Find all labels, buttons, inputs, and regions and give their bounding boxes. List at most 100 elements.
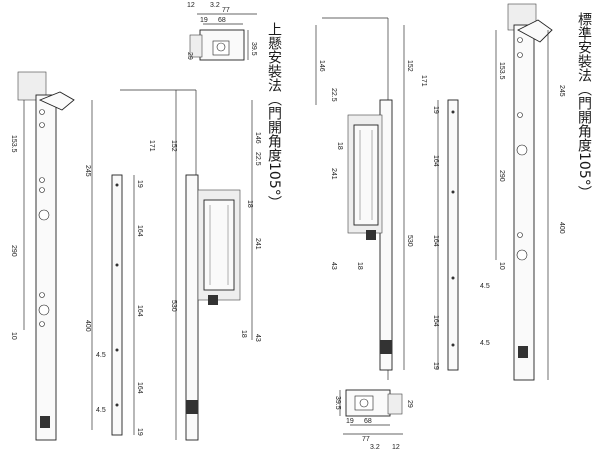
right-hole-5 — [517, 232, 523, 238]
bottom-pivot — [186, 400, 198, 414]
dim-3-2-b: 3.2 — [370, 444, 380, 450]
dim-171-b: 171 — [420, 75, 427, 87]
dim-164-e: 164 — [432, 235, 439, 247]
dim-12: 12 — [187, 2, 195, 9]
bottom-plan-bracket — [387, 393, 403, 415]
std-closer-mechanism — [353, 124, 379, 226]
dim-4-5-b: 4.5 — [96, 407, 106, 414]
bottom-plan-pivot-hole — [359, 398, 369, 408]
left-hole-4 — [39, 187, 45, 193]
dim-39-5-b: 39.5 — [334, 396, 341, 410]
dim-77-b: 77 — [362, 436, 370, 443]
dim-22-5-a: 22.5 — [254, 152, 261, 166]
dim-164-a: 164 — [136, 225, 143, 237]
dim-3-2: 3.2 — [210, 2, 220, 9]
strip-2-body — [447, 99, 459, 371]
dim-18-b: 18 — [240, 330, 247, 338]
door-frame-strip — [185, 174, 199, 441]
dim-18-c: 18 — [336, 142, 343, 150]
left-hole-1 — [39, 109, 45, 115]
strip-elevation-1: 19 164 164 164 19 4.5 4.5 171 — [96, 140, 155, 436]
dim-164-c: 164 — [136, 382, 143, 394]
plan-pivot-hole — [216, 42, 226, 52]
top-plan-view: 12 3.2 77 68 19 29 39.5 — [186, 2, 257, 61]
dim-152-a: 152 — [170, 140, 177, 152]
right-elevation: 153.5 290 10 245 400 — [495, 3, 565, 381]
dim-68-b: 68 — [364, 418, 372, 425]
dim-18-d: 18 — [356, 262, 363, 270]
dim-146-a: 146 — [254, 132, 261, 144]
left-hole-7 — [38, 304, 50, 316]
left-elevation: 153.5 290 10 245 400 — [10, 71, 93, 441]
strip-2-hole-1 — [451, 110, 455, 114]
strip-2-hole-2 — [451, 190, 455, 194]
dim-171-a: 171 — [148, 140, 155, 152]
dim-43-b: 43 — [330, 262, 337, 270]
dim-39-5: 39.5 — [250, 42, 257, 56]
dim-77: 77 — [222, 7, 230, 14]
dim-19-b: 19 — [136, 428, 143, 436]
dim-290: 290 — [10, 245, 17, 257]
dim-19-c: 19 — [432, 106, 439, 114]
right-bottom-pin — [518, 346, 528, 358]
left-hinge-cap — [38, 91, 75, 111]
dim-164-f: 164 — [432, 315, 439, 327]
dim-68: 68 — [218, 17, 226, 24]
left-arm-body — [35, 94, 57, 441]
dim-153-5-b: 153.5 — [498, 62, 505, 80]
strip-1-hole-1 — [115, 183, 119, 187]
strip-1-hole-2 — [115, 263, 119, 267]
dim-146-b: 146 — [318, 60, 325, 72]
closer-bolt — [208, 295, 218, 305]
dim-22-5-b: 22.5 — [330, 88, 337, 102]
left-hole-2 — [39, 122, 45, 128]
dim-19-d: 19 — [432, 362, 439, 370]
right-hole-4 — [516, 144, 528, 156]
dim-19-e: 19 — [346, 418, 354, 425]
right-hinge-cap — [517, 19, 553, 43]
dim-4-5-c: 4.5 — [480, 283, 490, 290]
dim-10-b: 10 — [498, 262, 505, 270]
left-hole-5 — [38, 209, 50, 221]
right-hole-3 — [517, 112, 523, 118]
right-arm-body — [513, 24, 535, 381]
dim-29: 29 — [186, 52, 193, 60]
right-hole-2 — [517, 52, 523, 58]
dim-164-d: 164 — [432, 155, 439, 167]
dim-153-5: 153.5 — [10, 135, 17, 153]
standard-side-elevation: 146 152 22.5 18 241 43 18 530 — [315, 17, 413, 380]
std-frame-strip — [379, 99, 393, 371]
strip-1-hole-3 — [115, 348, 119, 352]
dim-29-b: 29 — [406, 400, 413, 408]
left-hole-6 — [39, 292, 45, 298]
std-bottom-pivot — [380, 340, 392, 354]
caption-top-hung: 上懸安裝法（門開角度105°） — [266, 22, 282, 210]
dim-19: 19 — [200, 17, 208, 24]
strip-1-body — [111, 174, 123, 436]
dim-245: 245 — [84, 165, 91, 177]
plan-bracket — [189, 34, 203, 58]
strip-elevation-2: 19 164 164 164 19 171 4.5 4.5 — [420, 75, 490, 371]
bottom-plan-view: 39.5 29 68 19 77 3.2 12 — [334, 389, 413, 450]
std-closer-bolt — [366, 230, 376, 240]
dim-4-5-d: 4.5 — [480, 340, 490, 347]
dim-530-b: 530 — [406, 235, 413, 247]
dim-400-b: 400 — [558, 222, 565, 234]
closer-mechanism — [203, 199, 235, 291]
dim-241-b: 241 — [330, 168, 337, 180]
left-hole-8 — [39, 321, 45, 327]
dim-10: 10 — [10, 332, 17, 340]
top-hung-elevation: 152 530 146 22.5 18 241 18 43 — [120, 89, 261, 441]
dim-400: 400 — [84, 320, 91, 332]
right-hole-6 — [516, 249, 528, 261]
dim-4-5-a: 4.5 — [96, 352, 106, 359]
dim-290-b: 290 — [498, 170, 505, 182]
dim-530-a: 530 — [170, 300, 177, 312]
dim-12-b: 12 — [392, 444, 400, 450]
dim-241-a: 241 — [254, 238, 261, 250]
dim-164-b: 164 — [136, 305, 143, 317]
left-bottom-pin — [40, 416, 50, 428]
dim-152-b: 152 — [406, 60, 413, 72]
caption-standard: 標準安裝法（門開角度105°） — [576, 12, 592, 200]
